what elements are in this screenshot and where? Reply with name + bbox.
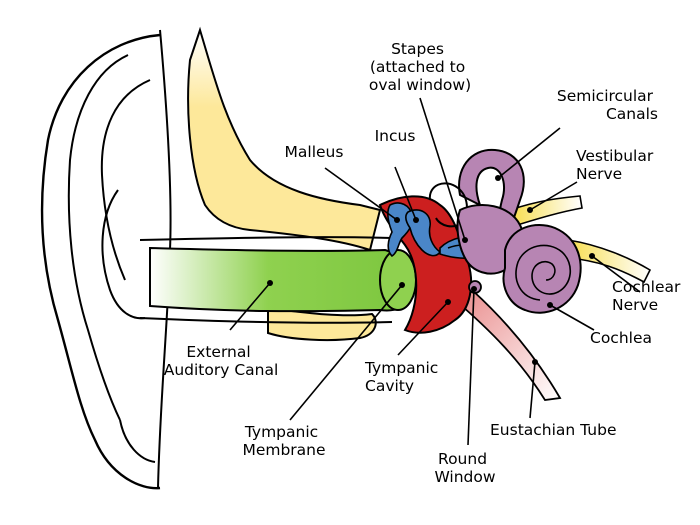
dot-cochlea [547, 302, 553, 308]
dot-round-window [471, 286, 477, 292]
label-round-window: Round Window [434, 450, 495, 486]
dot-semicircular [495, 175, 501, 181]
label-semicircular-canals: Semicircular Canals [557, 87, 658, 123]
label-malleus: Malleus [285, 143, 344, 161]
tympanic-membrane [380, 250, 416, 310]
dot-eustachian [532, 359, 538, 365]
auricle-helix-inner [69, 55, 128, 420]
auricle-lobe [120, 420, 155, 462]
dot-cavity [445, 299, 451, 305]
dot-malleus [394, 217, 400, 223]
dot-membrane [399, 282, 405, 288]
dot-cochlear [589, 253, 595, 259]
label-tympanic-cavity: Tympanic Cavity [364, 359, 443, 395]
label-cochlea: Cochlea [590, 329, 652, 347]
label-vestibular-nerve: Vestibular Nerve [576, 147, 658, 183]
dot-vestibular [527, 207, 533, 213]
leader-cochlea [550, 305, 594, 330]
auricle [42, 35, 160, 488]
cochlea [504, 225, 581, 313]
dot-stapes [462, 237, 468, 243]
external-auditory-canal [150, 248, 413, 311]
temporal-bone [188, 30, 380, 250]
label-stapes: Stapes (attached to oval window) [369, 40, 471, 94]
label-eustachian-tube: Eustachian Tube [490, 421, 616, 439]
dot-canal [267, 280, 273, 286]
label-cochlear-nerve: Cochlear Nerve [612, 278, 685, 314]
dot-incus [413, 217, 419, 223]
auricle-concha [102, 190, 145, 318]
auricle-antihelix [102, 80, 150, 280]
label-tympanic-membrane: Tympanic Membrane [242, 423, 325, 459]
label-external-auditory-canal: External Auditory Canal [164, 343, 279, 379]
label-incus: Incus [375, 127, 416, 145]
